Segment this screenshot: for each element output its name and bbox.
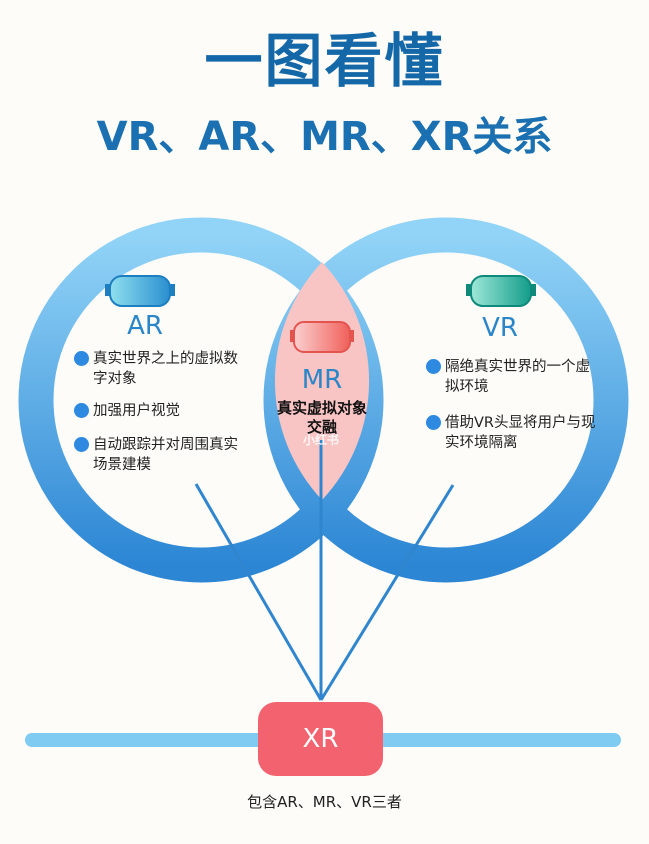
watermark: 小红书 [303,433,340,447]
ar-label: AR [127,311,163,341]
bullet-icon [74,437,89,452]
page-subtitle: VR、AR、MR、XR关系 [96,114,553,160]
ar-feature-text: 加强用户视觉 [93,403,180,419]
mr-goggles-icon [290,321,354,353]
bullet-icon [74,403,89,418]
connector-vr [319,484,455,701]
mr-description: 真实虚拟对象交融 [276,399,367,436]
bullet-icon [426,415,441,430]
vr-feature: 隔绝真实世界的一个虚拟环境 [426,357,596,397]
page-title: 一图看懂 [204,27,445,95]
vr-feature-text: 借助VR头显将用户与现实环境隔离 [445,415,596,451]
bullet-icon [426,359,441,374]
ar-feature-text: 真实世界之上的虚拟数字对象 [93,351,238,387]
connector-lines [194,440,455,701]
ar-feature: 真实世界之上的虚拟数字对象 [74,349,244,389]
vr-goggles-icon [466,275,536,307]
ar-goggles-icon [105,275,175,307]
vr-label: VR [482,313,518,343]
ar-feature-text: 自动跟踪并对周围真实场景建模 [93,437,238,473]
bullet-icon [74,351,89,366]
vr-feature: 借助VR头显将用户与现实环境隔离 [426,413,596,453]
connector-ar [194,483,323,701]
ar-feature: 自动跟踪并对周围真实场景建模 [74,435,244,475]
vr-feature-list: 隔绝真实世界的一个虚拟环境 借助VR头显将用户与现实环境隔离 [426,357,596,453]
vr-feature-text: 隔绝真实世界的一个虚拟环境 [445,359,590,395]
xr-box: XR [258,702,383,776]
mr-label: MR [301,365,343,395]
ar-feature: 加强用户视觉 [74,401,244,421]
ar-feature-list: 真实世界之上的虚拟数字对象 加强用户视觉 自动跟踪并对周围真实场景建模 [74,349,244,475]
xr-caption: 包含AR、MR、VR三者 [247,793,402,811]
mr-lens [274,262,370,500]
